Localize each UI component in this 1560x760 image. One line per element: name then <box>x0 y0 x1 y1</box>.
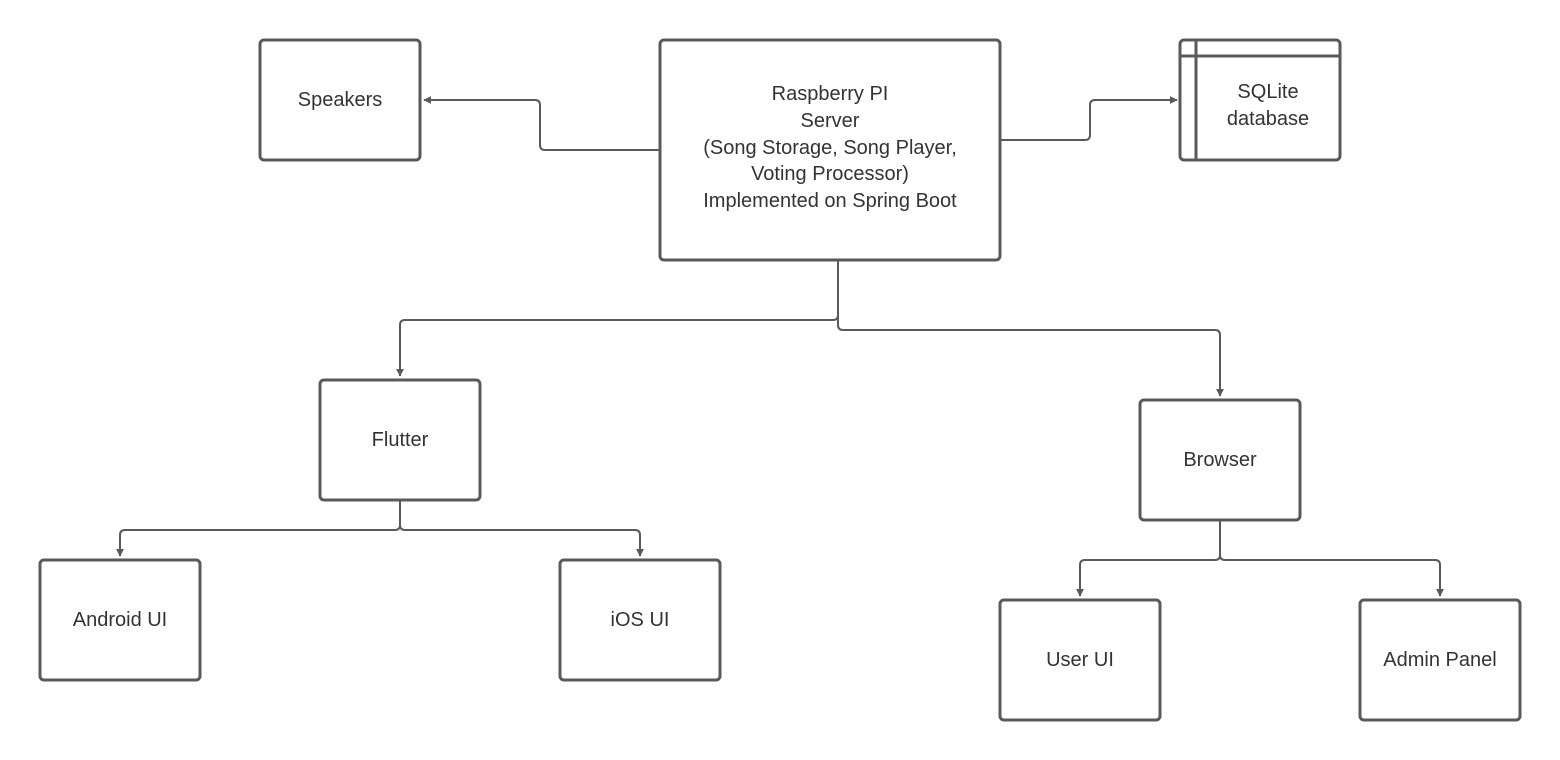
server-line-5: Implemented on Spring Boot <box>703 190 957 212</box>
user-ui-node[interactable]: User UI <box>998 598 1162 722</box>
server-node[interactable]: Raspberry PI Server (Song Storage, Song … <box>658 38 1002 262</box>
ios-ui-label: iOS UI <box>611 609 670 631</box>
android-ui-label: Android UI <box>73 609 168 631</box>
admin-panel-label: Admin Panel <box>1383 649 1496 671</box>
flutter-node[interactable]: Flutter <box>318 378 482 502</box>
admin-panel-node[interactable]: Admin Panel <box>1358 598 1522 722</box>
edge-flutter-to-ios <box>399 500 644 557</box>
edge-server-to-database <box>1000 96 1178 141</box>
speakers-node[interactable]: Speakers <box>258 38 422 162</box>
edge-flutter-to-android <box>116 500 401 557</box>
server-line-2: Server <box>801 110 860 132</box>
database-line-1: SQLite <box>1237 81 1298 103</box>
android-ui-node[interactable]: Android UI <box>38 558 202 682</box>
browser-node[interactable]: Browser <box>1138 398 1302 522</box>
server-line-1: Raspberry PI <box>772 83 889 105</box>
edge-browser-to-user-ui <box>1076 520 1221 597</box>
edge-browser-to-admin-panel <box>1219 520 1444 597</box>
flutter-label: Flutter <box>372 429 429 451</box>
database-line-2: database <box>1227 108 1309 130</box>
server-line-4: Voting Processor) <box>751 163 909 185</box>
database-node[interactable]: SQLite database <box>1178 38 1342 162</box>
speakers-label: Speakers <box>298 89 383 111</box>
browser-label: Browser <box>1183 449 1257 471</box>
edge-server-to-speakers <box>423 96 660 151</box>
server-line-3: (Song Storage, Song Player, <box>703 137 957 159</box>
edge-server-to-flutter <box>396 260 839 377</box>
database-icon <box>1178 38 1342 162</box>
user-ui-label: User UI <box>1046 649 1114 671</box>
edge-server-to-browser <box>837 260 1224 397</box>
ios-ui-node[interactable]: iOS UI <box>558 558 722 682</box>
